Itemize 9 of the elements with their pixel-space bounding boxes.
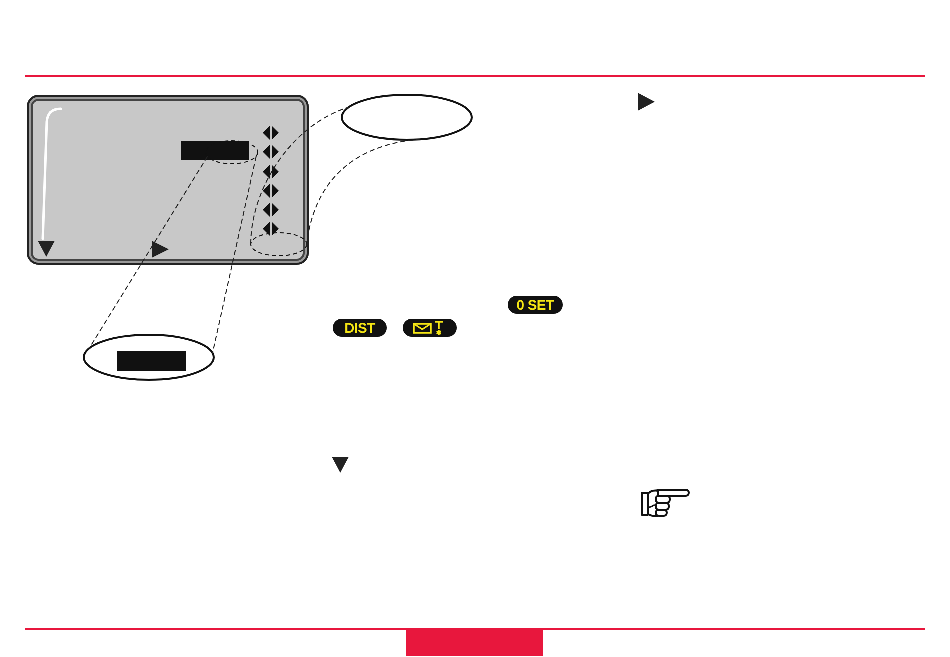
zoom-guide-line [89, 156, 208, 349]
zoom-guide-line [212, 156, 257, 354]
function-key: DIST [333, 319, 387, 337]
callout-ellipse [341, 94, 473, 141]
dashed-ellipse [250, 232, 308, 257]
zoom-guide-line [250, 106, 350, 245]
callout-ellipse [83, 334, 215, 381]
function-key: 0 SET [508, 296, 563, 314]
lcd-screen [27, 95, 309, 265]
